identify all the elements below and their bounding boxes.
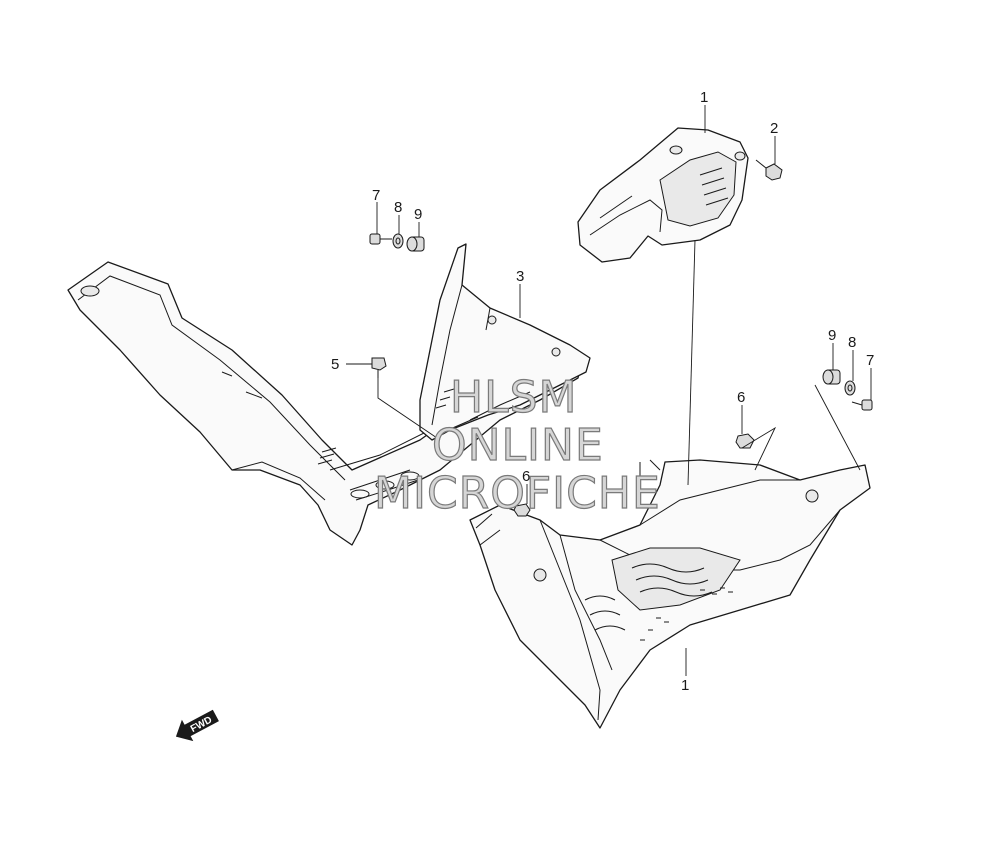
watermark-line-1: HLSM xyxy=(450,372,578,423)
bolt-2 xyxy=(755,159,783,181)
callout-9-right: 9 xyxy=(828,327,836,344)
callout-1-bottom: 1 xyxy=(681,677,689,694)
callout-3: 3 xyxy=(516,268,524,285)
callout-5: 5 xyxy=(331,356,339,373)
screw-5 xyxy=(371,357,387,378)
bolt-7-left xyxy=(369,233,392,245)
bolt-7-right xyxy=(851,399,873,411)
front-upper-cover xyxy=(577,127,749,263)
floor-board xyxy=(469,459,871,729)
watermark-line-3: MICROFICHE xyxy=(374,468,661,519)
callout-6-center: 6 xyxy=(737,389,745,406)
callout-6-lower: 6 xyxy=(522,468,530,485)
grommet-9-right xyxy=(822,369,841,385)
callout-7-right: 7 xyxy=(866,352,874,369)
washer-8-right xyxy=(844,380,856,396)
callout-2: 2 xyxy=(770,120,778,137)
fwd-label: FWD xyxy=(189,715,214,735)
left-side-guard xyxy=(419,243,591,441)
callout-1-top: 1 xyxy=(700,89,708,106)
grommet-9-left xyxy=(406,236,425,252)
callout-labels: 1 2 7 8 9 3 5 6 6 9 8 7 1 xyxy=(331,89,874,694)
leader-lines xyxy=(346,105,872,676)
watermark-line-2: ONLINE xyxy=(432,420,604,471)
washer-8-left xyxy=(392,233,404,249)
nut-6-center xyxy=(735,433,755,449)
callout-8-right: 8 xyxy=(848,334,856,351)
left-footrest-fender xyxy=(67,261,583,546)
callout-7-left: 7 xyxy=(372,187,380,204)
callout-9-left: 9 xyxy=(414,206,422,223)
nut-6-lower xyxy=(513,503,531,517)
watermark: HLSM ONLINE MICROFICHE xyxy=(373,371,661,519)
callout-8-left: 8 xyxy=(394,199,402,216)
fwd-arrow-icon: FWD xyxy=(175,709,219,742)
